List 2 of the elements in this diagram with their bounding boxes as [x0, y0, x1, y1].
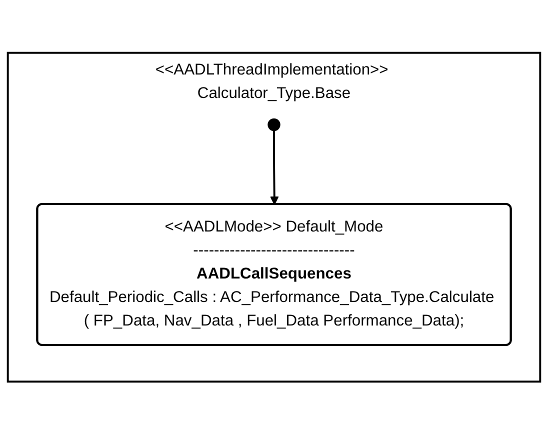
node-circle: [268, 118, 280, 132]
arrow: [270, 130, 279, 206]
